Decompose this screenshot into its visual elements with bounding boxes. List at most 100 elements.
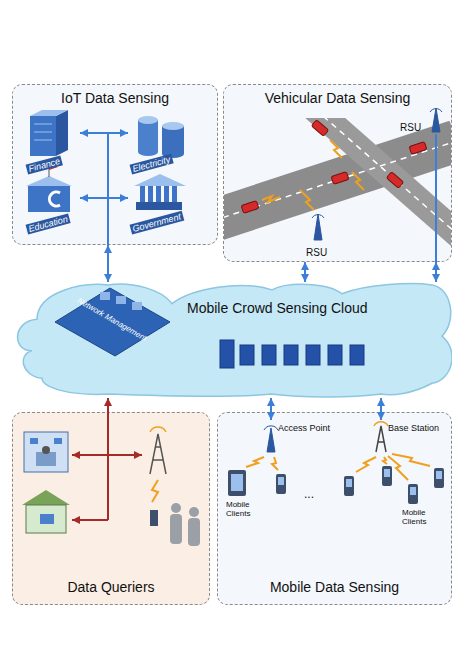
iot-links <box>80 132 128 134</box>
house <box>40 514 54 524</box>
mobile-device <box>344 476 354 496</box>
people <box>188 518 200 546</box>
panel-heading: Mobile Data Sensing <box>270 579 399 595</box>
ellipsis-label-holder: ... <box>304 484 314 502</box>
finance-building <box>30 116 56 156</box>
server-rack <box>328 345 342 365</box>
mobile-device <box>434 468 444 488</box>
access-point-node: Access Point <box>258 420 326 454</box>
cloud-outline <box>18 284 452 397</box>
device-label: Access Point <box>278 423 322 433</box>
office-building <box>24 432 68 472</box>
panel-heading: Mobile Crowd Sensing Cloud <box>187 300 368 316</box>
office-building <box>36 452 56 466</box>
building-label-holder: Education <box>24 208 71 237</box>
rsu-label-holder: RSU <box>400 117 421 135</box>
mobile-device <box>228 470 246 496</box>
panel-heading: IoT Data Sensing <box>61 90 169 106</box>
network-management-plate <box>116 296 126 304</box>
car <box>386 172 403 189</box>
mobile-device <box>382 466 392 486</box>
server-rack <box>220 340 234 368</box>
ellipsis-label: ... <box>304 488 314 502</box>
building-label: Electricity <box>130 154 174 175</box>
government-building <box>164 186 169 202</box>
finance-building <box>34 124 52 125</box>
mobile-device <box>408 484 418 504</box>
building-label-holder: Electricity <box>128 148 174 176</box>
device-screen <box>384 469 390 477</box>
education-building <box>49 192 60 206</box>
electricity-plant <box>138 120 158 152</box>
wireless-bolt <box>262 196 280 202</box>
car <box>409 142 427 155</box>
link-arrow <box>380 398 382 420</box>
building-label: Education <box>26 213 71 234</box>
device-screen <box>436 471 442 479</box>
electricity-plant <box>162 122 184 130</box>
electricity-plant <box>138 148 158 156</box>
finance-building <box>30 110 68 156</box>
server-rack <box>350 345 364 365</box>
base-station-icon <box>378 441 384 443</box>
rsu-link <box>435 134 437 262</box>
panel-heading: Vehicular Data Sensing <box>265 90 411 106</box>
electricity-plant <box>138 116 158 124</box>
device-label: Base Station <box>388 423 432 433</box>
client-label-holder: Mobile Clients <box>226 500 270 518</box>
office-building <box>30 438 38 444</box>
government-building <box>172 186 177 202</box>
building-label: Government <box>130 211 184 235</box>
device-screen <box>231 474 243 491</box>
query-links <box>72 519 108 521</box>
finance-building <box>56 110 68 156</box>
car <box>331 172 349 185</box>
office-building <box>54 438 62 444</box>
queriers-panel: Data Queriers <box>12 412 210 605</box>
query-links <box>108 454 142 456</box>
government-building <box>140 186 145 202</box>
client-label: Mobile Clients <box>226 500 270 518</box>
office-building <box>42 446 50 454</box>
cell-tower <box>155 446 161 448</box>
server-rack <box>284 345 298 365</box>
government-building <box>156 186 161 202</box>
mobile-device <box>276 474 286 494</box>
link-arrow <box>270 398 272 420</box>
link-arrow <box>107 398 109 412</box>
vehicular-panel: Vehicular Data Sensing <box>223 84 452 262</box>
government-building <box>136 202 182 210</box>
building-label: Finance <box>26 155 63 174</box>
panel-heading: Data Queriers <box>67 579 154 595</box>
rsu-label: RSU <box>306 247 327 259</box>
server-rack <box>240 345 254 365</box>
client-label-holder: Mobile Clients <box>402 508 446 526</box>
query-links <box>107 412 109 520</box>
base-station-node: Base Station <box>368 420 438 454</box>
office-building <box>24 432 68 472</box>
iot-links <box>107 133 109 245</box>
plate-label: Network Management <box>68 292 156 348</box>
building-label-holder: Government <box>128 205 184 236</box>
link-arrow <box>304 262 306 282</box>
wireless-bolt <box>352 172 364 190</box>
link-arrow <box>107 245 109 282</box>
plate-label-holder: Network Management <box>68 292 156 348</box>
people <box>171 503 181 513</box>
device-screen <box>278 477 284 485</box>
house <box>26 505 66 533</box>
people <box>170 514 182 544</box>
wireless-bolt <box>300 190 314 210</box>
government-building <box>148 186 153 202</box>
server-rack <box>306 345 320 365</box>
client-label: Mobile Clients <box>402 508 446 526</box>
people <box>189 507 199 517</box>
iot-links <box>80 197 128 199</box>
car <box>241 201 259 214</box>
network-management-plate <box>100 292 110 300</box>
finance-building <box>34 132 52 133</box>
electricity-plant <box>162 126 184 154</box>
panel-ground <box>12 412 210 605</box>
panel-ground <box>223 84 452 262</box>
device-screen <box>346 479 352 487</box>
